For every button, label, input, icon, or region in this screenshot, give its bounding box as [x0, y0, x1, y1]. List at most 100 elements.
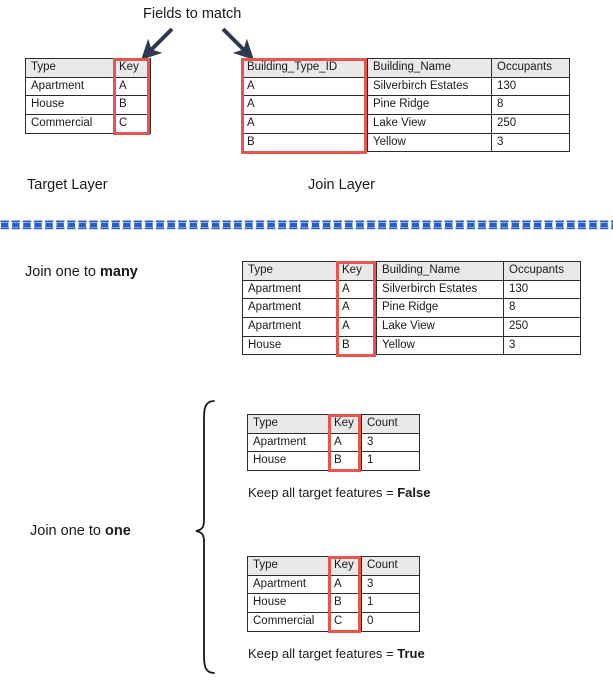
column-header-key: Key: [336, 261, 377, 281]
column-header-key: Key: [113, 58, 151, 78]
cell-occupants: 250: [503, 316, 581, 337]
column-header-type: Type: [247, 556, 329, 576]
table-row: Commercial C 0: [247, 611, 420, 632]
cell-type: Apartment: [25, 76, 114, 97]
cell-key: A: [328, 432, 362, 453]
arrow-to-target-key: [141, 27, 174, 60]
one-to-one-false-table: Type Key Count Apartment A 3 House B 1: [247, 414, 420, 471]
one-to-one-true-table-wrapper: Type Key Count Apartment A 3 House B 1 C…: [247, 556, 420, 633]
cell-type: House: [247, 593, 329, 613]
table-row: A Silverbirch Estates 130: [241, 76, 570, 97]
fields-to-match-label: Fields to match: [143, 6, 242, 22]
column-header-type: Type: [247, 414, 329, 434]
cell-key: C: [328, 611, 362, 632]
cell-type: Commercial: [25, 113, 114, 134]
column-header-type: Type: [25, 58, 114, 78]
keep-all-false-prefix: Keep all target features =: [248, 485, 398, 500]
keep-all-true-value: True: [397, 646, 425, 661]
cell-count: 3: [361, 432, 420, 453]
keep-all-true-caption: Keep all target features = True: [248, 646, 425, 661]
cell-key: B: [328, 451, 362, 471]
cell-type: Apartment: [242, 298, 337, 318]
cell-occupants: 130: [491, 76, 570, 97]
cell-building-name: Lake View: [376, 316, 504, 337]
cell-key: A: [336, 298, 377, 318]
cell-type: Apartment: [247, 574, 329, 595]
table-row: Apartment A Pine Ridge 8: [242, 298, 581, 318]
join-layer-table: Building_Type_ID Building_Name Occupants…: [241, 58, 570, 153]
cell-type: House: [25, 95, 114, 115]
join-one-to-many-prefix: Join one to: [25, 264, 100, 280]
table-header-row: Type Key Count: [247, 556, 420, 576]
cell-building-type-id: A: [241, 113, 368, 134]
cell-key: B: [328, 593, 362, 613]
join-layer-label: Join Layer: [308, 177, 375, 193]
cell-building-type-id: B: [241, 132, 368, 153]
join-one-to-one-prefix: Join one to: [30, 523, 105, 539]
cell-type: Commercial: [247, 611, 329, 632]
keep-all-true-prefix: Keep all target features =: [248, 646, 398, 661]
table-row: Apartment A Lake View 250: [242, 316, 581, 337]
keep-all-false-value: False: [397, 485, 431, 500]
table-row: A Lake View 250: [241, 113, 570, 134]
column-header-type: Type: [242, 261, 337, 281]
table-row: House B Yellow 3: [242, 335, 581, 356]
cell-type: Apartment: [247, 432, 329, 453]
table-header-row: Type Key Building_Name Occupants: [242, 261, 581, 281]
cell-occupants: 3: [503, 335, 581, 356]
cell-key: B: [113, 95, 151, 115]
cell-count: 1: [361, 451, 420, 471]
cell-type: Apartment: [242, 279, 337, 300]
column-header-building-name: Building_Name: [376, 261, 504, 281]
cell-building-name: Lake View: [367, 113, 492, 134]
cell-key: A: [113, 76, 151, 97]
table-row: Apartment A: [25, 76, 151, 97]
target-layer-table: Type Key Apartment A House B Commercial …: [25, 58, 151, 134]
column-header-key: Key: [328, 414, 362, 434]
cell-building-name: Pine Ridge: [367, 95, 492, 115]
cell-type: Apartment: [242, 316, 337, 337]
cell-building-type-id: A: [241, 76, 368, 97]
column-header-building-type-id: Building_Type_ID: [241, 58, 368, 78]
table-row: B Yellow 3: [241, 132, 570, 153]
cell-count: 1: [361, 593, 420, 613]
column-header-count: Count: [361, 556, 420, 576]
cell-type: House: [247, 451, 329, 471]
cell-key: B: [336, 335, 377, 356]
keep-all-false-caption: Keep all target features = False: [248, 485, 430, 500]
target-layer-label: Target Layer: [27, 177, 108, 193]
cell-building-name: Yellow: [367, 132, 492, 153]
cell-key: C: [113, 113, 151, 134]
table-row: House B: [25, 95, 151, 115]
join-one-to-one-emph: one: [104, 523, 131, 539]
cell-occupants: 3: [491, 132, 570, 153]
column-header-occupants: Occupants: [491, 58, 570, 78]
one-to-one-brace: [195, 400, 215, 674]
target-layer-table-wrapper: Type Key Apartment A House B Commercial …: [25, 58, 151, 135]
table-row: Apartment A Silverbirch Estates 130: [242, 279, 581, 300]
column-header-occupants: Occupants: [503, 261, 581, 281]
cell-occupants: 8: [503, 298, 581, 318]
one-to-one-false-table-wrapper: Type Key Count Apartment A 3 House B 1: [247, 414, 420, 472]
table-row: A Pine Ridge 8: [241, 95, 570, 115]
cell-building-name: Silverbirch Estates: [367, 76, 492, 97]
cell-occupants: 8: [491, 95, 570, 115]
cell-key: A: [328, 574, 362, 595]
one-to-one-true-table: Type Key Count Apartment A 3 House B 1 C…: [247, 556, 420, 632]
table-header-row: Type Key Count: [247, 414, 420, 434]
cell-building-name: Pine Ridge: [376, 298, 504, 318]
table-row: Apartment A 3: [247, 574, 420, 595]
section-divider: [0, 219, 613, 232]
join-one-to-many-emph: many: [99, 264, 138, 280]
column-header-key: Key: [328, 556, 362, 576]
join-one-to-one-label: Join one to one: [30, 523, 131, 539]
table-header-row: Type Key: [25, 58, 151, 78]
column-header-building-name: Building_Name: [367, 58, 492, 78]
table-header-row: Building_Type_ID Building_Name Occupants: [241, 58, 570, 78]
one-to-many-table: Type Key Building_Name Occupants Apartme…: [242, 261, 581, 356]
column-header-count: Count: [361, 414, 420, 434]
table-row: Commercial C: [25, 113, 151, 134]
table-row: House B 1: [247, 451, 420, 471]
cell-count: 0: [361, 611, 420, 632]
table-row: House B 1: [247, 593, 420, 613]
